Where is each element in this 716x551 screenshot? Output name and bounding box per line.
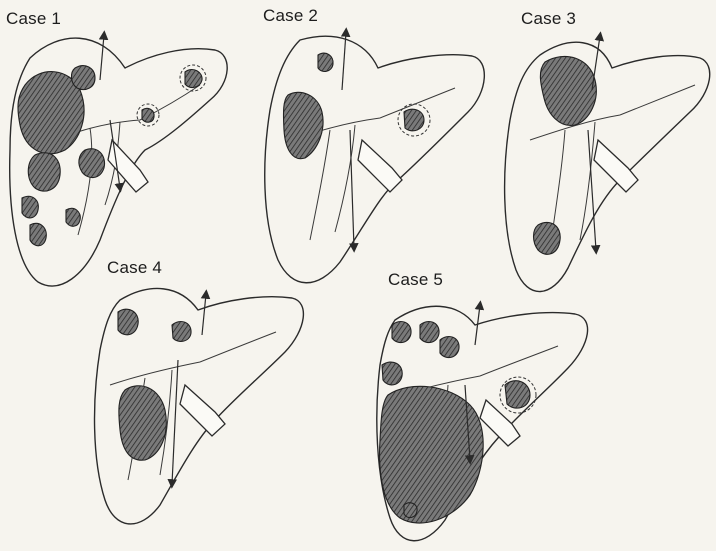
case-5-tumor — [382, 362, 402, 385]
case-1-tumor — [28, 153, 60, 191]
case-1-tumor — [185, 70, 202, 88]
case-2-tumor — [318, 53, 333, 71]
case-3-label: Case 3 — [521, 9, 576, 29]
case-4-vena-cava — [180, 385, 225, 436]
case-5-tumor — [404, 503, 417, 518]
case-4-tumor — [119, 386, 166, 460]
case-4-label: Case 4 — [107, 258, 162, 278]
case-4-arrow-up — [202, 294, 206, 335]
case-1-arrow-up — [100, 35, 104, 80]
case-2-tumor — [404, 109, 424, 131]
case-5-label: Case 5 — [388, 270, 443, 290]
case-3-liver — [505, 36, 710, 292]
case-4-tumor — [172, 322, 191, 342]
case-1-tumor — [71, 66, 95, 90]
case-2-arrow-up — [342, 32, 346, 90]
case-3-arrow-down — [588, 130, 596, 250]
case-3-arrow-up — [592, 36, 600, 90]
case-5-liver — [377, 305, 588, 541]
case-4-tumor — [118, 309, 138, 335]
case-3-tumor — [540, 56, 596, 125]
case-4-arrow-down — [172, 360, 178, 484]
case-4-liver — [95, 289, 304, 524]
case-3-tumor — [534, 222, 561, 254]
case-1-tumor — [142, 108, 154, 122]
case-1-tumor — [66, 208, 80, 226]
case-5-tumor — [380, 386, 484, 523]
case-1-tumor — [79, 149, 105, 178]
case-5-tumor — [420, 322, 439, 343]
case-1-tumor — [22, 196, 38, 218]
case-2-label: Case 2 — [263, 6, 318, 26]
case-5-tumor — [440, 337, 459, 358]
case-5-tumor — [505, 381, 530, 408]
case-2-liver — [265, 32, 485, 283]
case-1-tumor — [30, 223, 46, 245]
case-2-tumor — [283, 92, 323, 158]
case-2-vena-cava — [358, 140, 402, 192]
case-1-label: Case 1 — [6, 9, 61, 29]
case-5-tumor — [392, 322, 411, 343]
case-1-liver — [10, 35, 227, 286]
